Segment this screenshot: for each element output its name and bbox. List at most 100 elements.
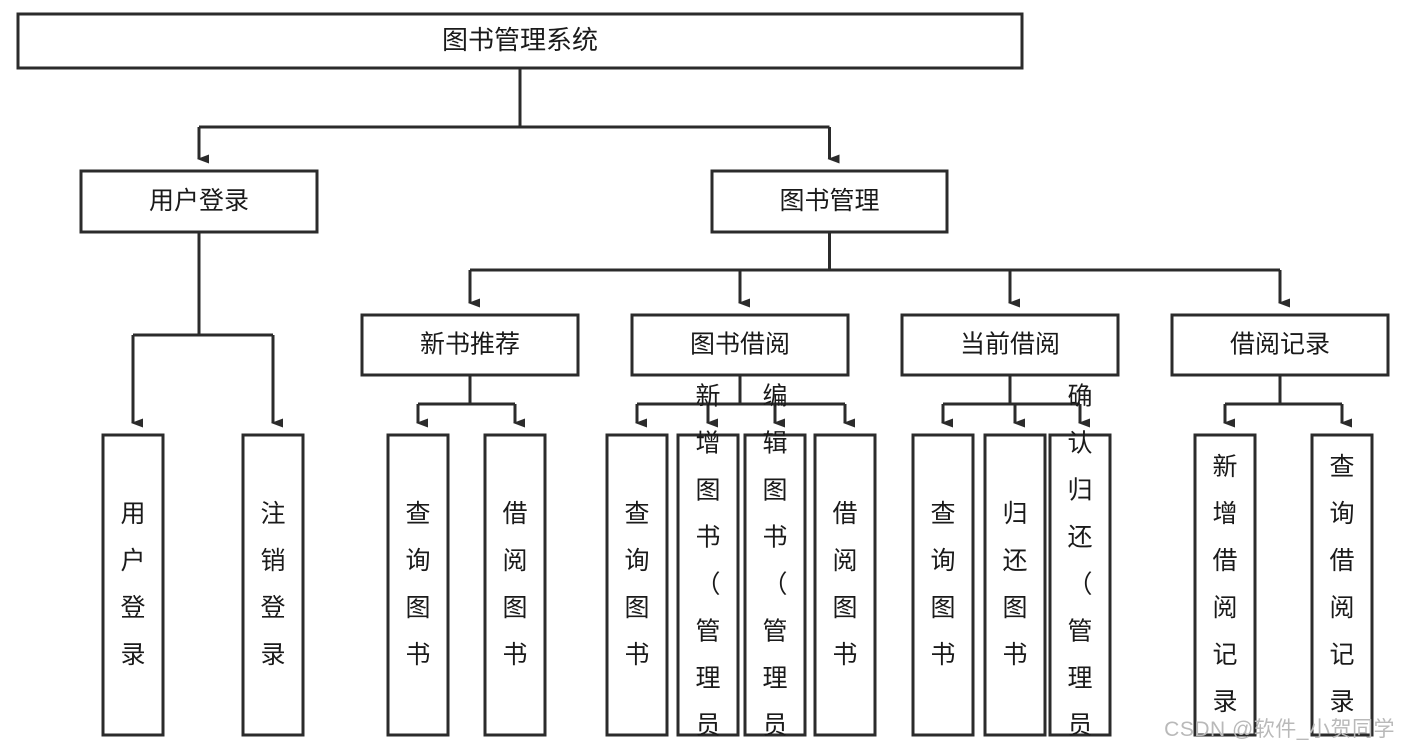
node-label-char: 归 [1067, 477, 1092, 505]
node-label-char: 书 [695, 524, 720, 552]
node-label-char: 用 [120, 500, 145, 528]
node-label-char: 图 [1002, 594, 1027, 622]
node-label-char: 书 [405, 641, 430, 669]
node-label-char: 理 [695, 665, 720, 693]
node-label-char: 确 [1067, 383, 1092, 411]
node-label-char: 阅 [502, 547, 527, 575]
node-label-char: 员 [762, 712, 787, 740]
node-label-char: 录 [260, 641, 285, 669]
node-label-char: 归 [1002, 500, 1027, 528]
node-box [386, 433, 450, 737]
node-label-char: 借 [1212, 547, 1237, 575]
node-label: 图书管理 [779, 187, 879, 215]
node-label-char: （ [762, 571, 787, 599]
node-book-manage[interactable]: 图书管理 [710, 169, 949, 234]
node-borrow-record[interactable]: 借阅记录 [1170, 313, 1390, 377]
node-current-borrow[interactable]: 当前借阅 [900, 313, 1120, 377]
node-label-char: 询 [1329, 500, 1354, 528]
node-label-char: 书 [930, 641, 955, 669]
node-label-char: 编 [762, 383, 787, 411]
node-label-char: 图 [930, 594, 955, 622]
node-box [983, 433, 1047, 737]
node-label-char: 借 [832, 500, 857, 528]
node-label-char: 管 [762, 618, 787, 646]
node-label-char: 新 [1212, 453, 1237, 481]
node-box [79, 169, 319, 234]
node-box [360, 313, 580, 377]
node-label-char: 录 [1212, 688, 1237, 716]
node-box [605, 433, 669, 737]
node-label-char: 查 [624, 500, 649, 528]
node-box [16, 12, 1024, 70]
node-label-char: 登 [260, 594, 285, 622]
node-label-char: 记 [1212, 641, 1237, 669]
node-label-char: （ [1067, 571, 1092, 599]
node-label-char: 图 [624, 594, 649, 622]
node-box [1193, 433, 1257, 737]
node-label-char: 阅 [1212, 594, 1237, 622]
node-label-char: 管 [1067, 618, 1092, 646]
node-label-char: 书 [1002, 641, 1027, 669]
node-box [101, 433, 165, 737]
node-label: 新书推荐 [420, 331, 520, 359]
node-root[interactable]: 图书管理系统 [16, 12, 1024, 70]
node-label-char: 注 [260, 500, 285, 528]
node-book-borrow[interactable]: 图书借阅 [630, 313, 850, 377]
node-label-char: 书 [624, 641, 649, 669]
node-label-char: 增 [695, 430, 720, 458]
node-label-char: 阅 [832, 547, 857, 575]
node-label-char: 询 [930, 547, 955, 575]
node-leaf-user-login[interactable]: 用户登录 [101, 433, 165, 737]
node-label-char: 户 [120, 547, 145, 575]
node-label-char: 查 [930, 500, 955, 528]
node-label-char: 还 [1067, 524, 1092, 552]
node-label-char: 增 [1212, 500, 1237, 528]
node-label-char: 书 [832, 641, 857, 669]
node-label: 借阅记录 [1230, 331, 1330, 359]
node-label-char: 图 [762, 477, 787, 505]
node-label-char: 借 [502, 500, 527, 528]
node-label-char: 图 [405, 594, 430, 622]
node-label: 图书借阅 [690, 331, 790, 359]
node-box [911, 433, 975, 737]
node-label-char: 书 [762, 524, 787, 552]
node-label-char: 理 [1067, 665, 1092, 693]
node-label-char: 登 [120, 594, 145, 622]
node-new-book-rec[interactable]: 新书推荐 [360, 313, 580, 377]
node-label-char: 还 [1002, 547, 1027, 575]
node-box [743, 433, 807, 737]
node-label-char: 阅 [1329, 594, 1354, 622]
node-label-char: 书 [502, 641, 527, 669]
node-user-login[interactable]: 用户登录 [79, 169, 319, 234]
connector-edges [131, 68, 1352, 428]
node-label-char: 询 [405, 547, 430, 575]
node-label-char: 查 [405, 500, 430, 528]
nodes-layer: 图书管理系统用户登录图书管理新书推荐图书借阅当前借阅借阅记录用户登录注销登录查询… [16, 12, 1390, 747]
node-label-char: 认 [1067, 430, 1092, 458]
node-label: 当前借阅 [960, 331, 1060, 359]
node-label-char: 借 [1329, 547, 1354, 575]
node-label-char: 员 [695, 712, 720, 740]
node-box [483, 433, 547, 737]
watermark-text: CSDN @软件_小贺同学 [1164, 718, 1395, 741]
node-label-char: 查 [1329, 453, 1354, 481]
node-label-char: 图 [695, 477, 720, 505]
node-label: 用户登录 [149, 187, 249, 215]
node-box [676, 433, 740, 737]
node-label-char: 辑 [762, 430, 787, 458]
node-label-char: 管 [695, 618, 720, 646]
